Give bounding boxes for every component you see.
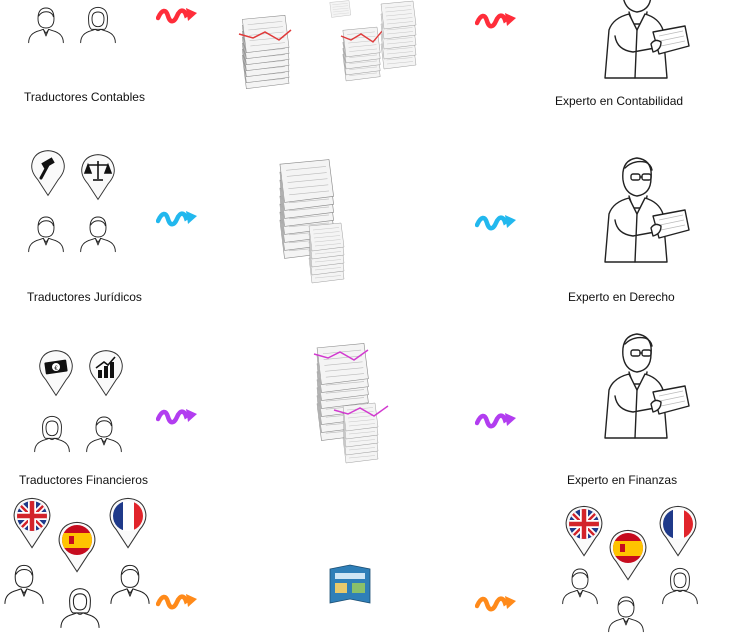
uk-flag-pin <box>562 503 606 559</box>
squiggle-arrow-icon <box>156 591 200 613</box>
person-icon <box>60 588 100 629</box>
uk-flag-icon <box>17 501 47 531</box>
label-experto-derecho: Experto en Derecho <box>568 290 675 304</box>
squiggle-arrow-icon <box>475 593 519 615</box>
label-experto-contabilidad: Experto en Contabilidad <box>555 94 684 108</box>
person-icon <box>86 416 122 453</box>
squiggle-arrow-icon <box>156 5 200 27</box>
squiggle-arrow-icon <box>156 208 200 230</box>
expert-reading-icon <box>604 0 690 79</box>
person-icon <box>4 564 44 605</box>
squiggle-arrow-icon <box>475 212 519 234</box>
person-icon <box>28 7 64 44</box>
document-stack-icon <box>262 152 372 286</box>
row-idiomas <box>0 495 750 633</box>
person-icon <box>34 415 70 453</box>
squiggle-arrow-icon <box>475 10 519 32</box>
squiggle-arrow-icon <box>156 406 200 428</box>
row-contables: Traductores Contables <box>0 0 750 120</box>
document-stack-icon <box>298 334 408 466</box>
squiggle-arrow-icon <box>475 410 519 432</box>
brochure-icon <box>328 563 372 604</box>
expert-reading-icon <box>604 333 690 439</box>
person-icon <box>110 564 150 605</box>
row-financieros: € Traductores Financieros <box>0 330 750 490</box>
france-flag-pin <box>656 503 700 559</box>
france-flag-icon <box>113 501 143 531</box>
scales-icon <box>83 161 113 181</box>
person-icon <box>608 596 644 633</box>
france-flag-icon <box>663 509 693 539</box>
person-icon <box>662 567 698 605</box>
label-traductores-contables: Traductores Contables <box>24 90 145 104</box>
expert-reading-icon <box>604 157 690 263</box>
euro-banknote-icon: € <box>44 359 68 375</box>
row-juridicos: Traductores Jurídicos Experto en Derecho <box>0 140 750 310</box>
spain-flag-pin <box>606 527 650 583</box>
person-icon <box>28 216 64 253</box>
spain-flag-pin <box>55 519 99 575</box>
svg-text:€: € <box>54 366 58 372</box>
gavel-pin <box>28 148 68 198</box>
spain-flag-icon <box>62 525 92 555</box>
person-icon <box>562 568 598 605</box>
scales-pin <box>78 152 118 202</box>
gavel-icon <box>39 157 55 180</box>
growth-chart-icon <box>95 356 116 378</box>
uk-flag-pin <box>10 495 54 551</box>
france-flag-pin <box>106 495 150 551</box>
person-icon <box>80 6 116 44</box>
label-traductores-juridicos: Traductores Jurídicos <box>27 290 142 304</box>
document-stack-icon <box>225 0 425 90</box>
label-traductores-financieros: Traductores Financieros <box>19 473 148 487</box>
person-icon <box>80 216 116 253</box>
growth-pin <box>86 348 126 398</box>
label-experto-finanzas: Experto en Finanzas <box>567 473 678 487</box>
spain-flag-icon <box>613 533 643 563</box>
euro-pin: € <box>36 348 76 398</box>
